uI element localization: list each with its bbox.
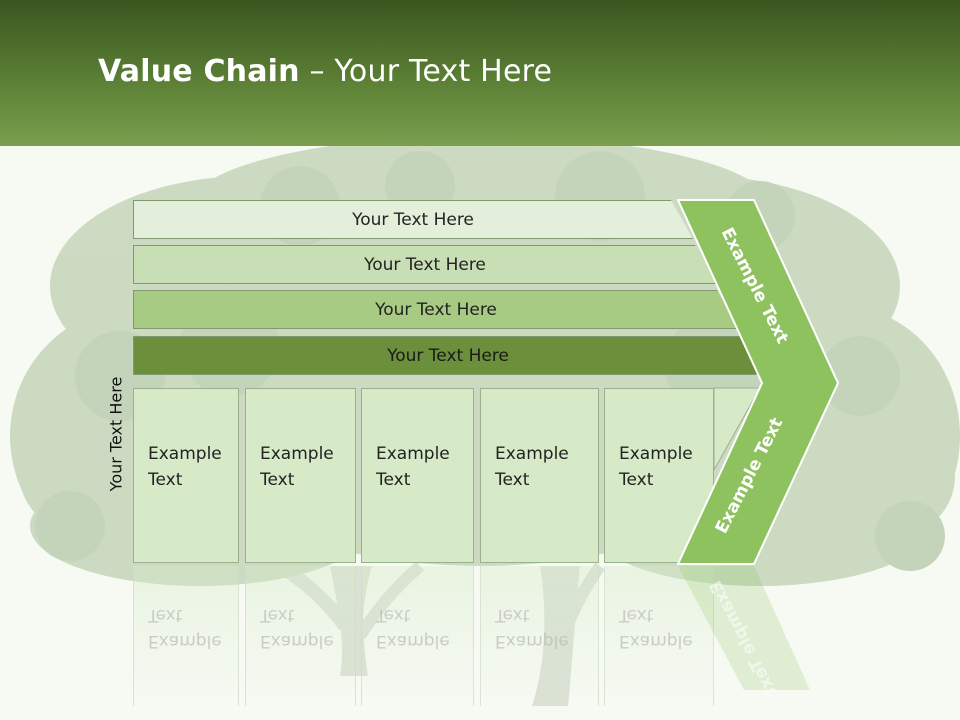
slide-title: Value Chain – Your Text Here	[98, 54, 552, 89]
activity-column-2[interactable]: Example Text	[245, 388, 356, 563]
column-label-line1: Example	[495, 444, 569, 464]
activity-column-5[interactable]: Example Text	[604, 388, 714, 563]
column-label-line2: Text	[260, 470, 295, 490]
column-label-line1: Example	[260, 444, 334, 464]
column-label-line1: Example	[376, 444, 450, 464]
title-bold: Value Chain	[98, 54, 300, 89]
activity-column-4[interactable]: Example Text	[480, 388, 599, 563]
activity-column-3[interactable]: Example Text	[361, 388, 474, 563]
title-banner: Value Chain – Your Text Here	[0, 0, 960, 146]
value-chain-bar-2[interactable]: Your Text Here	[133, 245, 717, 284]
column-label-line2: Text	[495, 470, 530, 490]
column-label-line2: Text	[376, 470, 411, 490]
column-label-line1: Example	[148, 444, 222, 464]
title-rest: – Your Text Here	[299, 54, 553, 89]
column-label-line1: Example	[619, 444, 693, 464]
column-label-line2: Text	[619, 470, 654, 490]
activity-column-1[interactable]: Example Text	[133, 388, 239, 563]
value-chain-bar-1[interactable]: Your Text Here	[133, 200, 693, 239]
value-chain-bar-4[interactable]: Your Text Here	[133, 336, 763, 375]
side-label: Your Text Here	[106, 376, 126, 492]
value-chain-bar-3[interactable]: Your Text Here	[133, 290, 739, 329]
column-label-line2: Text	[148, 470, 183, 490]
